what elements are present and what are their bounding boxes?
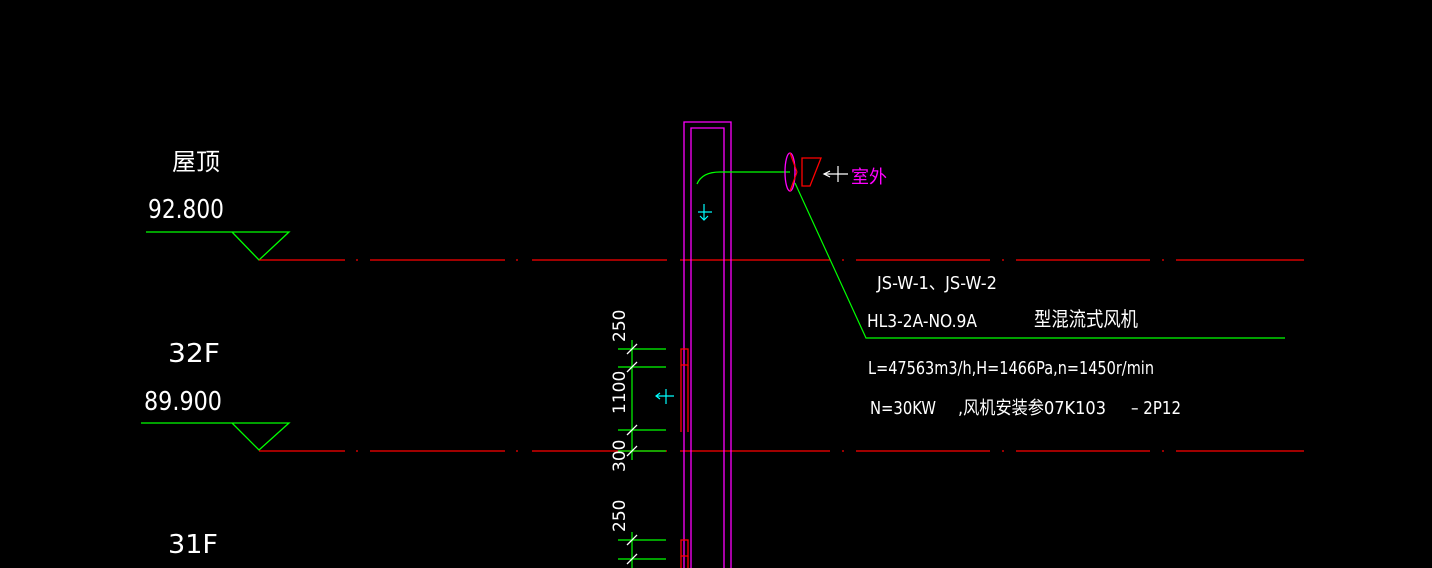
elevation-symbol-32f — [141, 422, 291, 451]
fan-icon — [784, 152, 822, 192]
elevation-symbol-roof — [146, 231, 291, 261]
dimension-value: 1100 — [610, 371, 630, 414]
air-shaft — [683, 121, 732, 568]
fan-id-label: JS-W-1、JS-W-2 — [876, 273, 997, 294]
fan-page-ref-label: – 2P12 — [1131, 398, 1181, 419]
fan-power-label: N=30KW — [870, 398, 936, 419]
level-marker-32f: 32F 89.900 — [141, 339, 291, 451]
level-name-roof: 屋顶 — [172, 148, 220, 176]
airflow-symbol-icon — [655, 389, 674, 404]
outdoor-airflow-arrow-icon — [822, 166, 848, 182]
fan-type-label: 型混流式风机 — [1034, 307, 1138, 331]
fan-params-label: L=47563m3/h,H=1466Pa,n=1450r/min — [868, 358, 1154, 379]
louver-32f — [680, 348, 689, 432]
level-elevation-roof: 92.800 — [148, 195, 224, 225]
airflow-symbol-icon — [698, 204, 712, 221]
dimension-value: 300 — [610, 440, 630, 472]
dimension-ticks — [626, 343, 638, 565]
fan-model-label: HL3-2A-NO.9A — [867, 311, 978, 332]
level-name-31f: 31F — [168, 530, 218, 560]
level-marker-31f: 31F — [168, 530, 218, 560]
dimension-value: 250 — [610, 500, 630, 532]
level-marker-roof: 屋顶 92.800 — [146, 148, 291, 261]
outdoor-label: 室外 — [851, 167, 887, 188]
duct-connection — [696, 171, 790, 185]
fan-install-ref-label: ,风机安装参07K103 — [958, 398, 1106, 419]
dimension-value: 250 — [610, 310, 630, 342]
louver-31f — [680, 539, 689, 568]
level-name-32f: 32F — [168, 339, 220, 369]
annotation-leader-line — [794, 182, 1285, 339]
level-elevation-32f: 89.900 — [144, 387, 222, 417]
dimension-chain — [618, 340, 666, 568]
